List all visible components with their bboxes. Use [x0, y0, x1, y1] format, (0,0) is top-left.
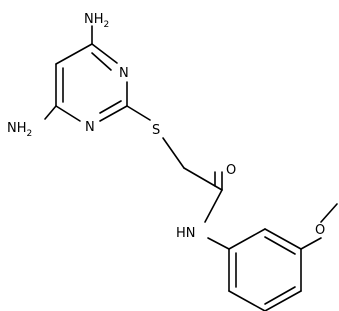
bond-s-ch2	[162, 137, 185, 169]
bond-o-ch3	[320, 203, 338, 223]
bond-n-aryl	[207, 237, 230, 250]
bond-ar4-ar5	[264, 290, 302, 311]
bond-n3-c4	[91, 43, 118, 64]
bond-n1-c2	[99, 105, 128, 122]
ether-oxygen-label: O	[315, 223, 325, 238]
ring-nitrogen-lower-label: N	[85, 120, 95, 135]
bond-c6-nh2	[44, 105, 57, 120]
pyrimidine-ring	[55, 43, 128, 122]
amide-nh-label: HN	[176, 226, 196, 241]
bond-ar3-o	[300, 237, 322, 250]
bond-ar2-ar3-double	[264, 236, 296, 255]
bond-c2-s	[126, 105, 151, 121]
bond-c4-c5	[55, 43, 93, 65]
bond-ar2-ar3	[264, 228, 302, 250]
amine-left-label: NH2	[7, 121, 32, 139]
bond-ch2-carbonyl	[183, 167, 223, 191]
bond-ar4-ar5-double	[264, 286, 296, 305]
sulfur-label: S	[152, 123, 160, 138]
benzene-ring	[228, 228, 302, 311]
bond-c6-n1	[55, 105, 81, 122]
bond-ar5-ar6	[228, 290, 266, 311]
bond-carbonyl-n	[204, 189, 223, 223]
bond-n3-c4-double	[91, 52, 112, 71]
ring-nitrogen-upper-label: N	[119, 66, 129, 81]
bond-n1-c2-double	[99, 100, 122, 114]
bond-ar1-ar2	[228, 228, 266, 250]
amine-top-label: NH2	[84, 12, 109, 30]
carbonyl-oxygen-label: O	[226, 163, 236, 178]
